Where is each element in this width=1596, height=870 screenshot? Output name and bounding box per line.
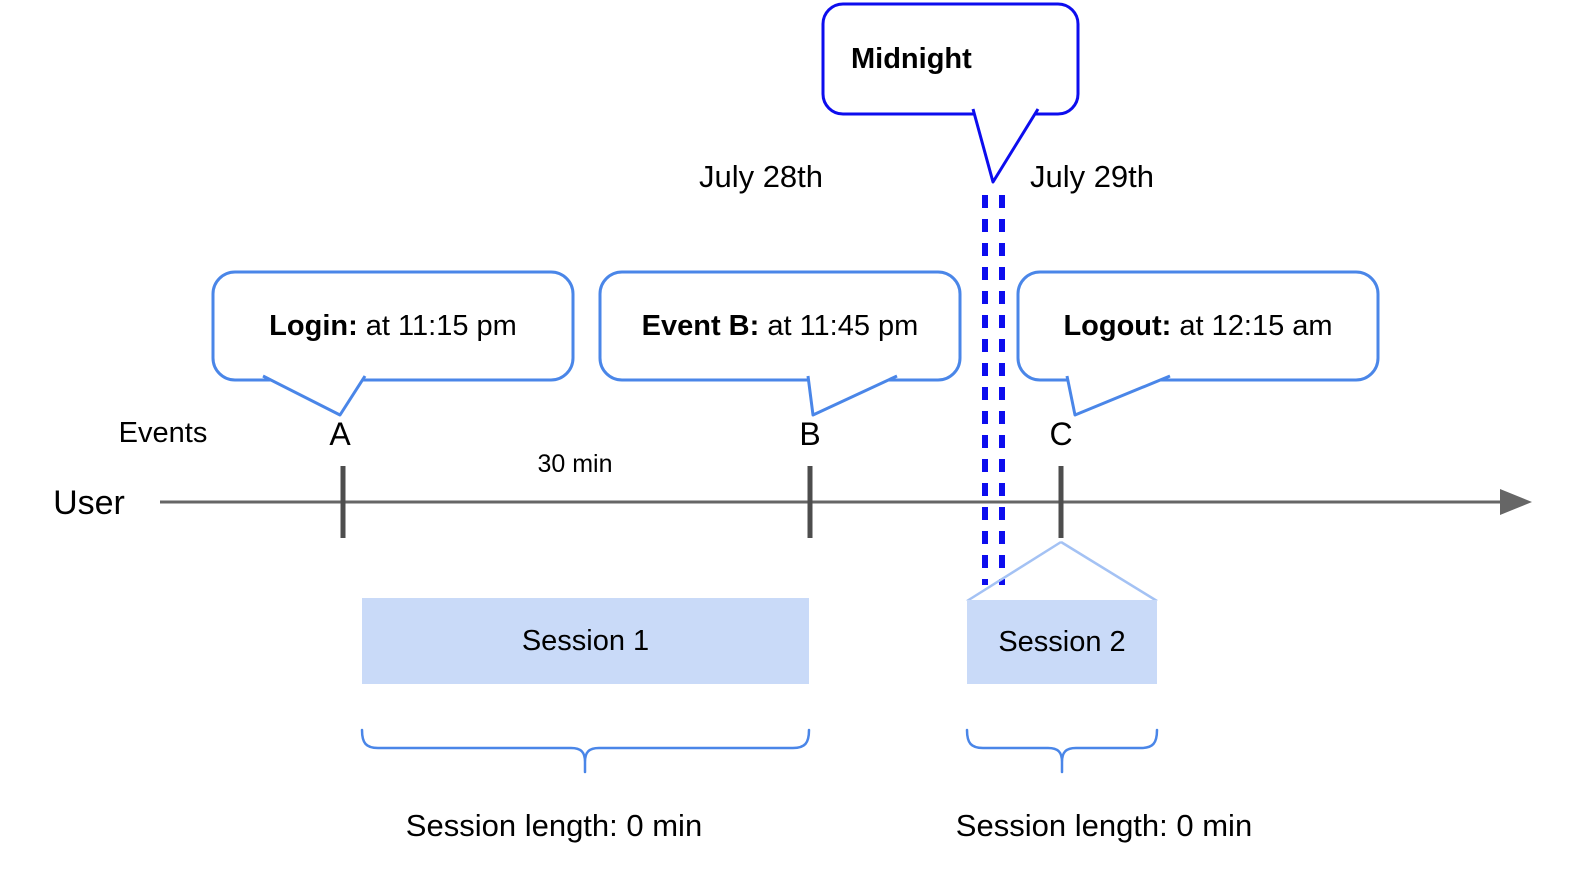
logout-bubble-shape (1016, 270, 1380, 382)
timeline-arrowhead (1500, 489, 1532, 515)
login-bubble-shape (211, 270, 575, 382)
session2-connector-left (966, 540, 1062, 603)
events-axis-label: Events (118, 417, 208, 449)
interval-30min-label: 30 min (537, 450, 613, 478)
session2-brace (965, 728, 1159, 774)
midnight-bubble-shape (821, 2, 1080, 116)
session2-length-label: Session length: 0 min (955, 808, 1253, 843)
date-label-july-28: July 28th (698, 159, 824, 194)
logout-bubble-tail (1065, 374, 1171, 417)
eventb-bubble-shape (598, 270, 962, 382)
session1-box: Session 1 (362, 598, 809, 684)
midnight-divider-lines (982, 195, 1005, 585)
eventb-bubble-label: Event B: at 11:45 pm (600, 272, 960, 380)
event-marker-b: B (799, 416, 821, 452)
session1-length-label: Session length: 0 min (405, 808, 703, 843)
session1-label: Session 1 (521, 624, 650, 657)
logout-bubble-label-time: at 12:15 am (1171, 309, 1333, 342)
date-label-july-29: July 29th (1029, 159, 1155, 194)
eventb-bubble-tail (806, 374, 898, 417)
event-marker-a: A (329, 416, 351, 452)
login-bubble-label: Login: at 11:15 pm (213, 272, 573, 380)
login-bubble-label-bold: Login: (269, 309, 358, 342)
login-bubble-label-time: at 11:15 pm (357, 309, 517, 342)
midnight-bubble-tail (971, 108, 1040, 184)
session1-brace (360, 728, 811, 774)
logout-bubble-label-bold: Logout: (1063, 309, 1172, 342)
midnight-bubble-label: Midnight (851, 42, 972, 75)
session2-box: Session 2 (967, 600, 1157, 684)
login-bubble-tail (262, 374, 367, 417)
eventb-bubble-label-bold: Event B: (641, 309, 760, 342)
session2-connector-right (1060, 540, 1158, 603)
event-marker-c: C (1049, 416, 1073, 452)
eventb-bubble-label-time: at 11:45 pm (759, 309, 919, 342)
logout-bubble-label: Logout: at 12:15 am (1018, 272, 1378, 380)
session2-label: Session 2 (998, 625, 1126, 658)
user-axis-label: User (53, 484, 125, 522)
